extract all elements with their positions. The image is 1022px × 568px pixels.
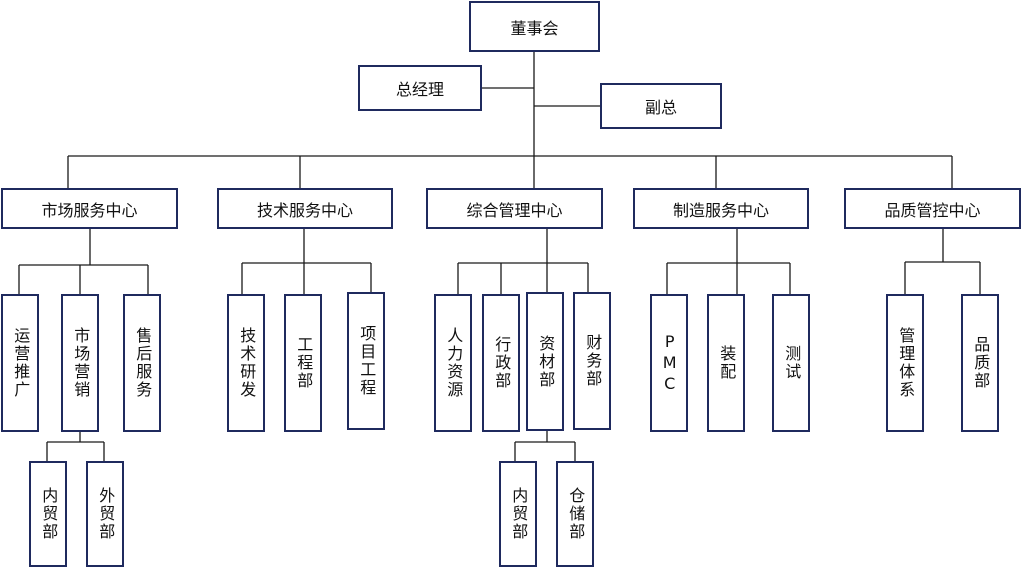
node-label: 资材部 <box>536 334 556 389</box>
node-materials-domestic[interactable]: 内贸部 <box>499 461 537 567</box>
node-label: PMC <box>660 331 680 395</box>
node-center-mfg[interactable]: 制造服务中心 <box>633 188 809 229</box>
node-general-manager[interactable]: 总经理 <box>358 65 482 111</box>
node-tech-project[interactable]: 项目工程 <box>347 292 385 430</box>
node-label: 测试 <box>782 345 802 381</box>
node-admin-administration[interactable]: 行政部 <box>482 294 520 432</box>
node-market-aftersales[interactable]: 售后服务 <box>123 294 161 432</box>
node-market-ops[interactable]: 运营推广 <box>1 294 39 432</box>
node-market-marketing[interactable]: 市场营销 <box>61 294 99 432</box>
node-center-admin[interactable]: 综合管理中心 <box>426 188 603 229</box>
node-tech-rd[interactable]: 技术研发 <box>227 294 265 432</box>
node-label: 人力资源 <box>444 327 464 399</box>
node-label: 内贸部 <box>509 487 529 541</box>
node-label: 装配 <box>717 345 737 381</box>
node-mfg-pmc[interactable]: PMC <box>650 294 688 432</box>
node-center-market[interactable]: 市场服务中心 <box>1 188 178 229</box>
node-quality-qa[interactable]: 品质部 <box>961 294 999 432</box>
node-center-quality[interactable]: 品质管控中心 <box>844 188 1021 229</box>
node-label: 市场营销 <box>71 327 91 399</box>
node-mfg-test[interactable]: 测试 <box>772 294 810 432</box>
node-center-tech[interactable]: 技术服务中心 <box>217 188 393 229</box>
node-admin-materials[interactable]: 资材部 <box>526 292 564 431</box>
node-quality-system[interactable]: 管理体系 <box>886 294 924 432</box>
node-label: 售后服务 <box>133 327 153 399</box>
node-label: 品质部 <box>971 336 991 390</box>
node-materials-warehouse[interactable]: 仓储部 <box>556 461 594 567</box>
node-label: 管理体系 <box>896 327 916 399</box>
node-deputy[interactable]: 副总 <box>600 83 722 129</box>
node-label: 项目工程 <box>357 325 377 397</box>
node-board[interactable]: 董事会 <box>469 1 600 52</box>
node-marketing-foreign[interactable]: 外贸部 <box>86 461 124 567</box>
node-label: 运营推广 <box>11 327 31 399</box>
node-label: 财务部 <box>583 334 603 388</box>
node-marketing-domestic[interactable]: 内贸部 <box>29 461 67 567</box>
node-label: 仓储部 <box>566 487 586 541</box>
node-mfg-assembly[interactable]: 装配 <box>707 294 745 432</box>
node-label: 工程部 <box>294 336 314 390</box>
node-label: 行政部 <box>492 336 512 390</box>
node-tech-engineering[interactable]: 工程部 <box>284 294 322 432</box>
node-admin-finance[interactable]: 财务部 <box>573 292 611 430</box>
node-label: 内贸部 <box>39 487 59 541</box>
node-label: 技术研发 <box>237 327 257 399</box>
node-admin-hr[interactable]: 人力资源 <box>434 294 472 432</box>
node-label: 外贸部 <box>96 487 116 541</box>
